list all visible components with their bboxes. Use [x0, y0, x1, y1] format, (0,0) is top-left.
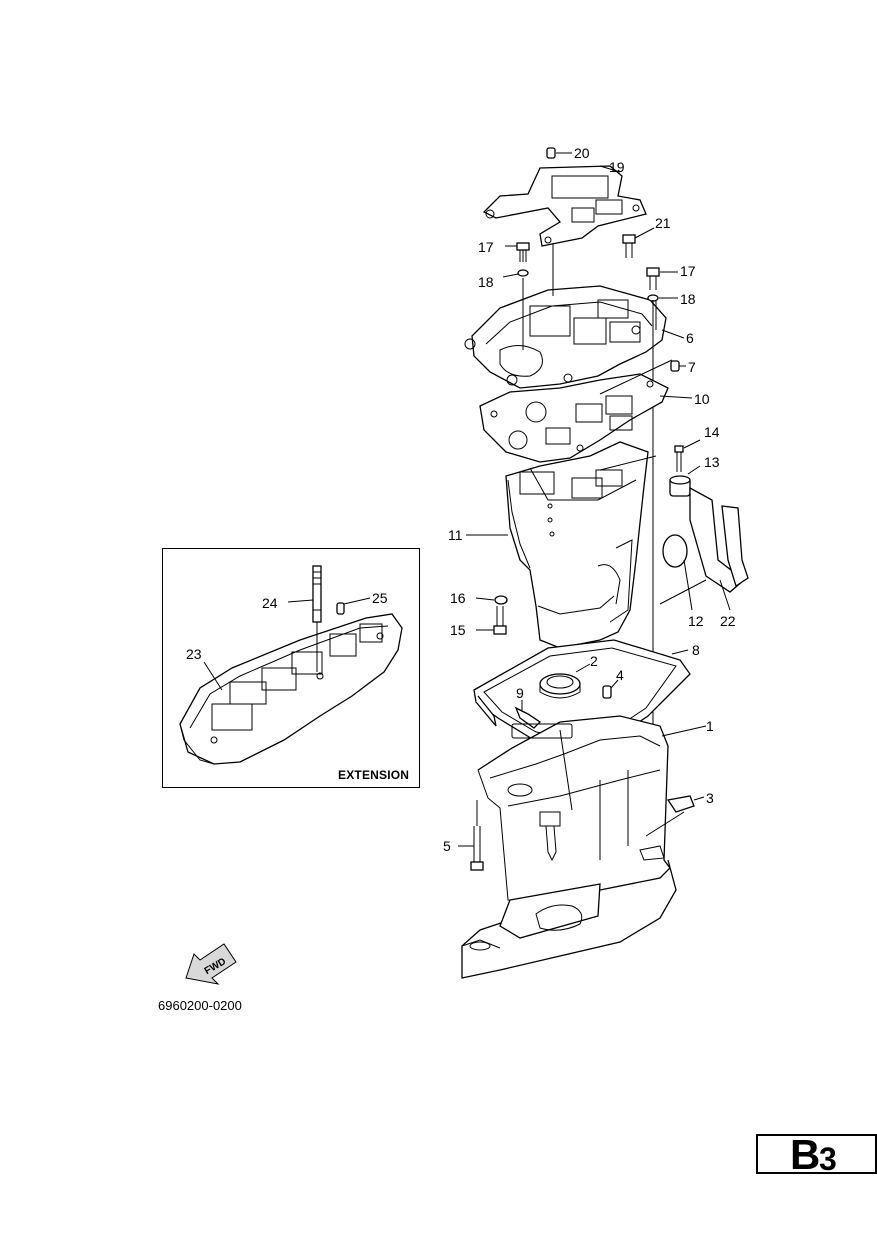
part-17-bolt-left	[505, 242, 530, 262]
part-14-bolt	[674, 439, 701, 472]
part-23-extension	[179, 613, 403, 765]
callout-15: 15	[450, 622, 466, 638]
page-indicator-box	[756, 1134, 877, 1174]
callout-5: 5	[443, 838, 451, 854]
part-15-bolt	[476, 606, 507, 635]
callout-21: 21	[655, 215, 671, 231]
callout-19: 19	[609, 159, 625, 175]
callout-13: 13	[704, 454, 720, 470]
callout-1: 1	[706, 718, 714, 734]
extension-inset-box	[162, 548, 420, 788]
callout-6: 6	[686, 330, 694, 346]
callout-17-right: 17	[680, 263, 696, 279]
part-4-dowel	[602, 679, 619, 699]
page-letter: B	[790, 1131, 821, 1178]
part-2-seal	[539, 663, 591, 699]
callout-7: 7	[688, 359, 696, 375]
part-10-gasket	[479, 373, 669, 463]
callout-8: 8	[692, 642, 700, 658]
callout-4: 4	[616, 667, 624, 683]
part-19-gasket	[482, 165, 647, 247]
part-21-bolt	[622, 227, 655, 258]
callout-10: 10	[694, 391, 710, 407]
callout-16: 16	[450, 590, 466, 606]
part-5-bolt	[458, 800, 484, 871]
callout-12: 12	[688, 613, 704, 629]
callout-17-left: 17	[478, 239, 494, 255]
callout-11: 11	[448, 527, 463, 543]
callout-18-right: 18	[680, 291, 696, 307]
part-13-grommet	[669, 465, 701, 497]
part-3-cap	[645, 795, 705, 837]
callout-25: 25	[372, 590, 388, 606]
extension-label: EXTENSION	[338, 768, 410, 782]
callout-23: 23	[186, 646, 202, 662]
part-25-dowel	[336, 597, 371, 615]
part-18-washer-left	[502, 269, 529, 350]
part-1-upper-casing	[461, 715, 707, 979]
fwd-arrow-icon	[185, 943, 237, 985]
part-22-seal	[659, 486, 749, 611]
callout-22: 22	[720, 613, 736, 629]
diagram-code: 6960200-0200	[158, 998, 242, 1013]
part-17-bolt-right	[646, 267, 678, 290]
callout-20: 20	[574, 145, 590, 161]
part-11-upper-housing	[466, 441, 649, 649]
callout-3: 3	[706, 790, 714, 806]
callout-14: 14	[704, 424, 720, 440]
part-9-clip	[514, 700, 542, 729]
part-6-bracket	[464, 285, 667, 389]
callout-18-left: 18	[478, 274, 494, 290]
callout-9: 9	[516, 685, 524, 701]
page-number: 3	[819, 1141, 837, 1177]
part-24-stud	[287, 565, 322, 672]
callout-2: 2	[590, 653, 598, 669]
part-12-cap	[662, 534, 693, 611]
part-20-dowel	[546, 147, 572, 159]
part-7-dowel	[599, 359, 686, 395]
callout-24: 24	[262, 595, 278, 611]
part-16-washer	[475, 595, 508, 605]
